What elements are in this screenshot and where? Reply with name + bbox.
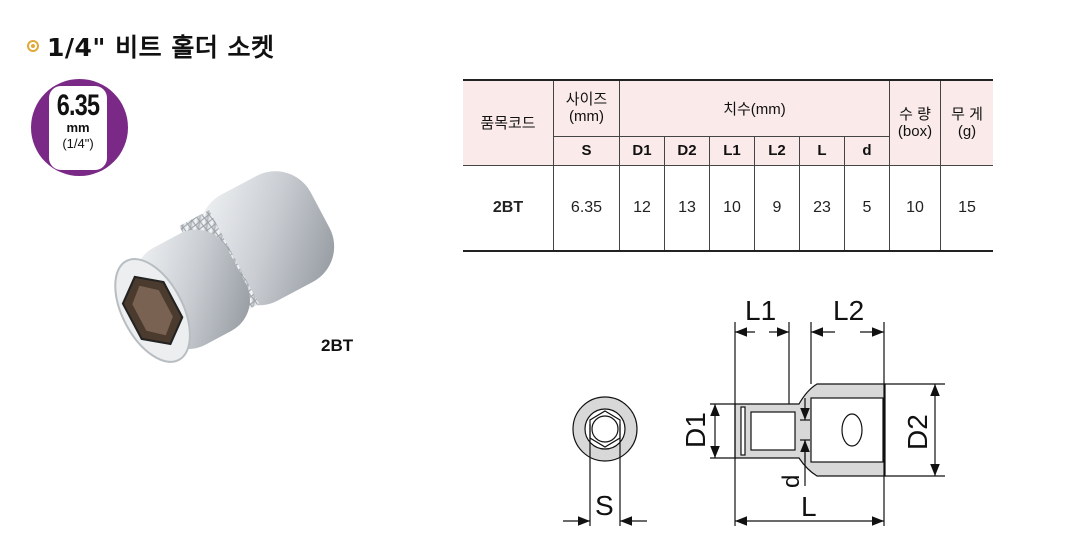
badge-size: 6.35 [56,89,100,122]
size-badge-inner: 6.35 mm (1/4") [49,86,107,170]
label-D1: D1 [680,412,711,448]
label-S: S [595,490,614,521]
cell-d: 5 [844,164,890,252]
product-label: 2BT [321,336,354,355]
header-weight: 무 게 (g) [940,79,993,166]
table-row: 2BT 6.35 12 13 10 9 23 5 10 15 [463,164,993,252]
technical-drawing: S L1 L2 L D1 D2 d [563,295,945,526]
header-L1: L1 [709,135,755,166]
circle-bullet-icon [27,40,39,52]
page-title: 1/4" 비트 홀더 소켓 [27,28,275,64]
label-L: L [801,491,817,522]
header-L2: L2 [754,135,800,166]
header-S: S [553,135,620,166]
cell-L: 23 [799,164,845,252]
header-code: 품목코드 [463,79,554,166]
size-badge: 6.35 mm (1/4") [31,79,128,176]
title-text: 1/4" 비트 홀더 소켓 [47,33,275,62]
badge-inch: (1/4") [62,136,94,151]
label-L2: L2 [833,295,864,326]
cell-S: 6.35 [553,164,620,252]
cell-L2: 9 [754,164,800,252]
header-size: 사이즈 (mm) [553,79,620,137]
label-L1: L1 [745,295,776,326]
header-qty: 수 량 (box) [889,79,941,166]
cell-weight: 15 [940,164,993,252]
header-D2: D2 [664,135,710,166]
cell-D1: 12 [619,164,665,252]
end-view [563,396,647,526]
badge-unit: mm [66,120,90,135]
cell-L1: 10 [709,164,755,252]
header-dimensions: 치수(mm) [619,79,890,137]
cell-code: 2BT [463,164,554,252]
header-D1: D1 [619,135,665,166]
label-D2: D2 [902,414,933,450]
cell-qty: 10 [889,164,941,252]
header-L: L [799,135,845,166]
header-d: d [844,135,890,166]
product-photo [114,171,335,363]
label-d: d [778,475,805,488]
side-view [734,383,886,477]
cell-D2: 13 [664,164,710,252]
spec-table: 품목코드 사이즈 (mm) 치수(mm) 수 량 (box) 무 게 (g) S… [463,79,993,252]
